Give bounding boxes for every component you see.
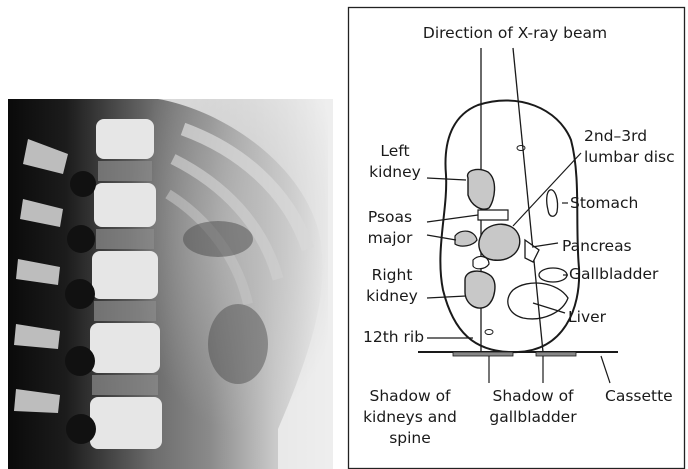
twelfth-rib-label: 12th rib [363, 327, 424, 348]
gallbladder-shape [539, 268, 567, 282]
beam-direction-label: Direction of X-ray beam [395, 23, 635, 44]
vertebra-shape [479, 224, 520, 260]
shadow-kidneys-spine-label: Shadow of kidneys and spine [360, 386, 460, 449]
stomach-label: Stomach [570, 193, 638, 214]
shadow-kidneys-spine-bar [453, 352, 513, 356]
pancreas-label: Pancreas [562, 236, 632, 257]
posterior-element-shape [478, 210, 508, 220]
cross-section-diagram: Direction of X-ray beam Left kidney Psoa… [343, 0, 688, 469]
liver-label: Liver [568, 307, 606, 328]
shadow-gallbladder-bar [536, 352, 576, 356]
psoas-left-shape [455, 231, 477, 246]
psoas-right-shape [473, 257, 489, 269]
left-kidney-label: Left kidney [363, 141, 427, 183]
lateral-xray-image [8, 99, 333, 469]
right-kidney-label: Right kidney [359, 265, 425, 307]
cassette-label: Cassette [605, 386, 673, 407]
right-kidney-shape [465, 271, 495, 308]
left-kidney-shape [468, 170, 495, 210]
beam-line-oblique [513, 48, 543, 352]
stomach-shape [547, 190, 558, 216]
lumbar-disc-label: 2nd–3rd lumbar disc [584, 126, 675, 168]
psoas-major-label: Psoas major [355, 207, 425, 249]
gallbladder-label: Gallbladder [569, 264, 658, 285]
shadow-gallbladder-label: Shadow of gallbladder [483, 386, 583, 428]
